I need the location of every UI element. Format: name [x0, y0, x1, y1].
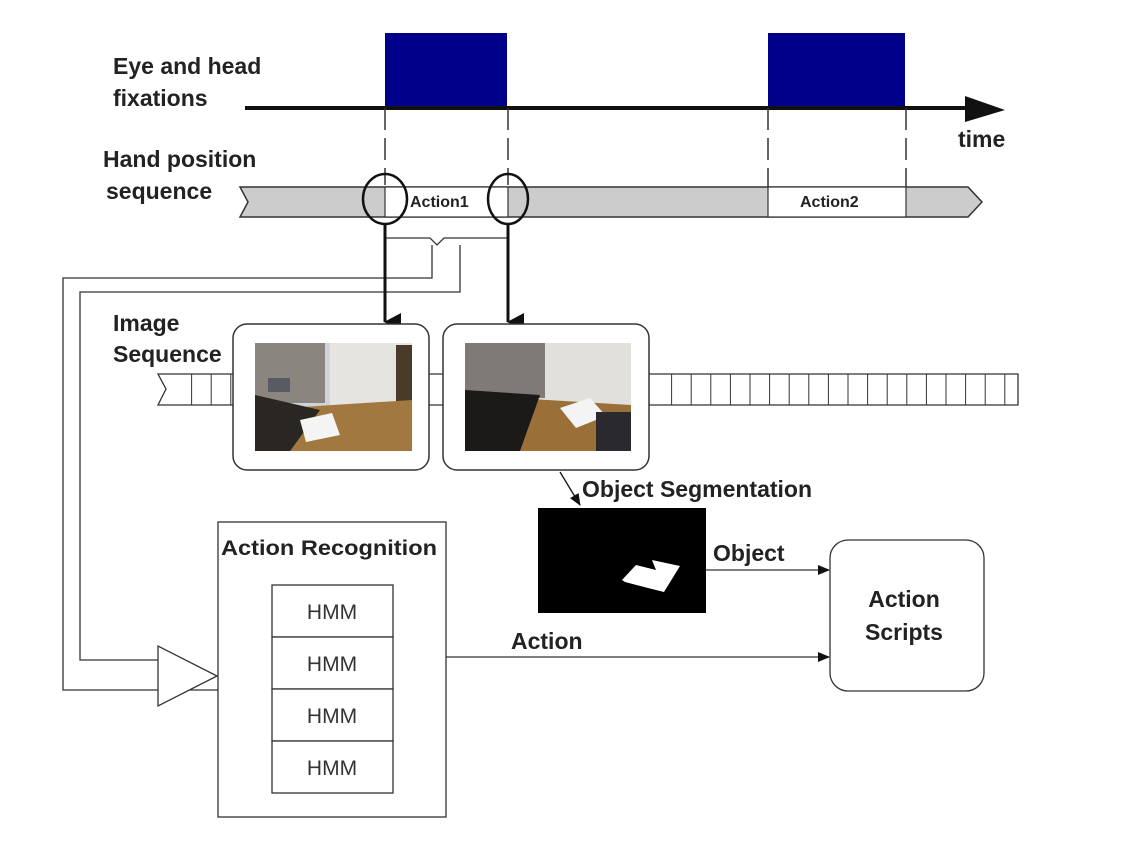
- action-recognition-title: Action Recognition: [221, 537, 437, 560]
- image-seq-label-line1: Image: [113, 310, 179, 336]
- image-seq-label-line2: Sequence: [113, 341, 222, 367]
- hmm-box-4: [271, 740, 394, 794]
- feedback-hollow-arrow: [157, 644, 219, 708]
- action1-label: Action1: [410, 194, 469, 211]
- action2-segment: [767, 186, 907, 218]
- hmm-box-2: [271, 636, 394, 690]
- fixation-block-2: [768, 33, 905, 108]
- fixations-label-line1: Eye and head: [113, 53, 261, 79]
- object-segmentation-label: Object Segmentation: [582, 476, 812, 502]
- object-label: Object: [713, 540, 785, 566]
- fixations-label-line2: fixations: [113, 85, 208, 111]
- feedback-loop-inner: [79, 245, 461, 661]
- hmm-stack: HMM HMM HMM HMM: [271, 584, 394, 794]
- action2-label: Action2: [800, 194, 859, 211]
- image-frame-1: [232, 323, 430, 471]
- feedback-loop-outer: [62, 245, 433, 691]
- time-label: time: [958, 126, 1005, 152]
- action1-brace: [384, 225, 509, 246]
- segmentation-mask: [538, 508, 706, 613]
- hmm-label-2: HMM: [307, 653, 357, 676]
- hand-label-line2: sequence: [106, 178, 212, 204]
- action-scripts-line1: Action: [868, 586, 940, 612]
- hmm-label-4: HMM: [307, 757, 357, 780]
- hmm-label-1: HMM: [307, 601, 357, 624]
- fixation-block-1: [385, 33, 507, 108]
- action-label: Action: [511, 628, 583, 654]
- time-axis-arrowhead: [965, 96, 1005, 122]
- segmented-object: [622, 560, 680, 592]
- image-frame-2: [442, 323, 650, 471]
- image-sequence-frames: [191, 374, 1006, 405]
- action-scripts-box: [829, 539, 985, 692]
- hand-label-line1: Hand position: [103, 146, 256, 172]
- action-scripts-line2: Scripts: [865, 619, 943, 645]
- hmm-label-3: HMM: [307, 705, 357, 728]
- hmm-box-3: [271, 688, 394, 742]
- segmentation-arrow: [559, 471, 581, 506]
